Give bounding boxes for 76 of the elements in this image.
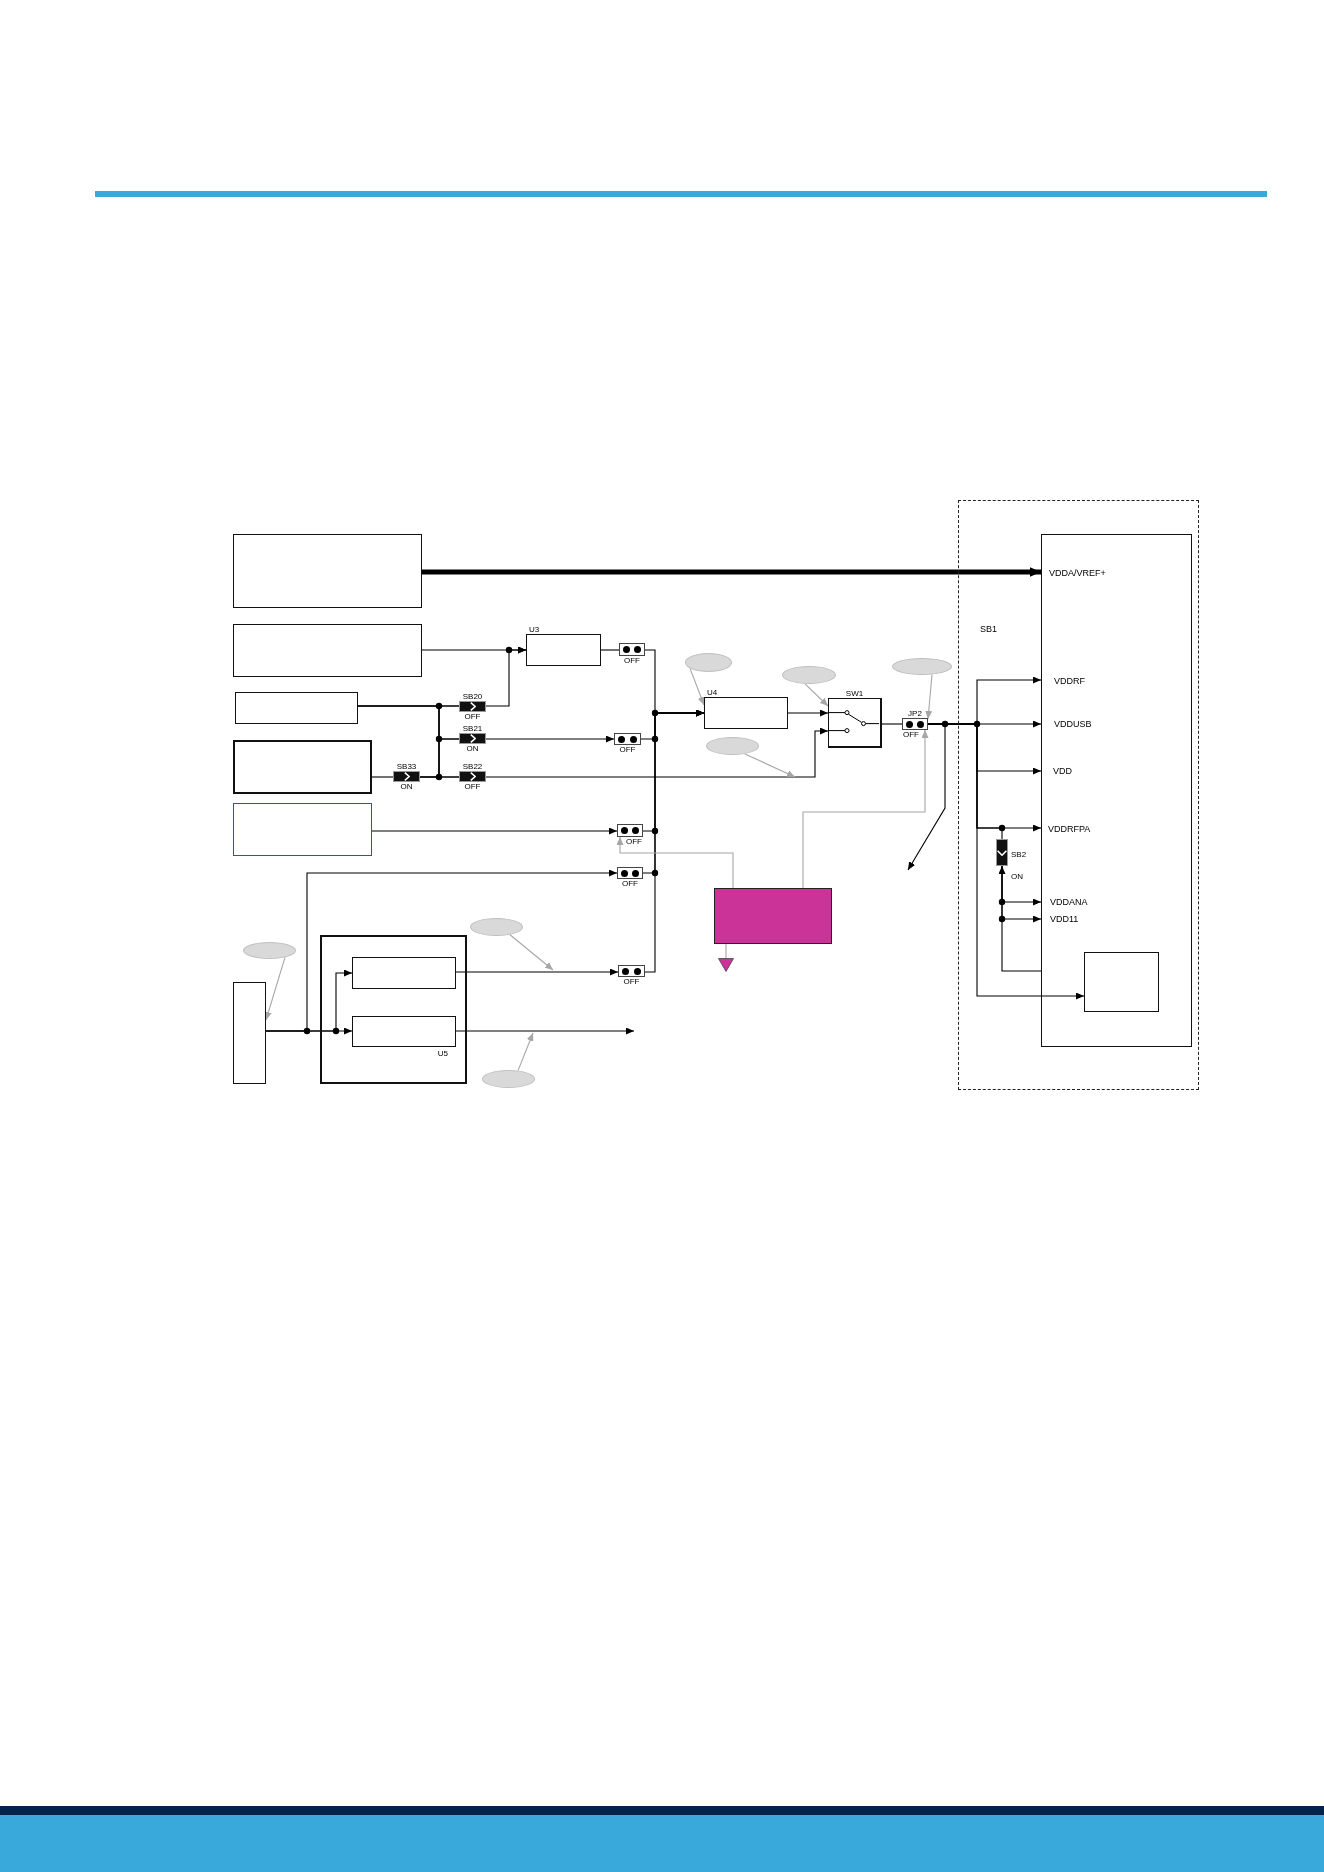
- component-label: SB33: [396, 762, 417, 771]
- block-box: [352, 957, 456, 989]
- state-label: ON: [466, 744, 479, 753]
- arrow: [485, 727, 829, 778]
- pin-label: VDDRFPA: [1048, 824, 1091, 834]
- component-label: U4: [707, 688, 718, 697]
- block-box: [714, 888, 832, 944]
- arrow: [371, 827, 618, 835]
- state-label: OFF: [622, 879, 638, 888]
- leader-line: [804, 683, 829, 707]
- block-box: [233, 534, 422, 608]
- arrow: [787, 709, 829, 717]
- pin-label: VDD: [1053, 766, 1072, 776]
- state-label: OFF: [619, 745, 636, 754]
- callout-bubble: [782, 666, 836, 684]
- arrow: [485, 735, 615, 743]
- leader-line: [509, 934, 554, 971]
- wire: [371, 776, 394, 778]
- callout-bubble: [892, 658, 952, 675]
- pin-label: VDDRF: [1054, 676, 1085, 686]
- arrow: [422, 567, 1041, 577]
- state-label: OFF: [464, 712, 481, 721]
- arrow: [455, 968, 619, 976]
- triangle-symbol: [718, 958, 734, 972]
- state-label: OFF: [464, 782, 481, 791]
- arrow: [907, 723, 946, 871]
- state-label: OFF: [903, 730, 919, 739]
- component-label: U3: [529, 625, 540, 634]
- wire: [881, 723, 903, 725]
- module-box: [320, 935, 467, 1084]
- leader-line: [925, 673, 933, 720]
- leader-line: [744, 753, 796, 778]
- state-label: OFF: [624, 656, 640, 665]
- callout-bubble: [470, 918, 523, 936]
- state-label: OFF: [623, 977, 640, 986]
- pin-label: VDDANA: [1050, 897, 1088, 907]
- callout-bubble: [243, 942, 296, 959]
- callout-bubble: [706, 737, 759, 755]
- component-label: SW1: [845, 689, 864, 698]
- state-label: OFF: [626, 837, 642, 846]
- component-label: U5: [437, 1049, 448, 1058]
- pin-label: VDDA/VREF+: [1049, 568, 1106, 578]
- component-label: SB1: [980, 624, 997, 634]
- state-label: ON: [1011, 872, 1023, 881]
- block-box: [233, 982, 266, 1084]
- leader-line: [689, 667, 705, 706]
- leader-line: [517, 1032, 534, 1072]
- block-box: [235, 692, 358, 724]
- arrow: [265, 1027, 353, 1035]
- block-box: [233, 803, 372, 856]
- pin-label: VDDUSB: [1054, 719, 1092, 729]
- arrow: [802, 729, 929, 889]
- component-label: SB20: [462, 692, 483, 701]
- arrow: [455, 1027, 635, 1035]
- block-box: [233, 740, 372, 794]
- block-box: [1084, 952, 1159, 1012]
- wire: [419, 776, 460, 778]
- chip-box: [1041, 534, 1192, 1047]
- component-label: SB2: [1011, 850, 1027, 859]
- component-label: JP2: [908, 709, 922, 718]
- arrow: [998, 865, 1042, 972]
- component-label: SB21: [462, 724, 483, 733]
- leader-line: [264, 956, 286, 1021]
- wire: [725, 943, 727, 959]
- dashed-boundary: [958, 500, 1199, 1090]
- component-label: SB22: [462, 762, 483, 771]
- arrow: [616, 836, 734, 889]
- block-box: [233, 624, 422, 677]
- callout-bubble: [685, 653, 732, 672]
- wire: [600, 649, 620, 651]
- block-box: [352, 1016, 456, 1047]
- arrow: [644, 709, 705, 973]
- state-label: ON: [400, 782, 413, 791]
- callout-bubble: [482, 1070, 535, 1088]
- arrow: [485, 646, 527, 707]
- pin-label: VDD11: [1050, 914, 1079, 924]
